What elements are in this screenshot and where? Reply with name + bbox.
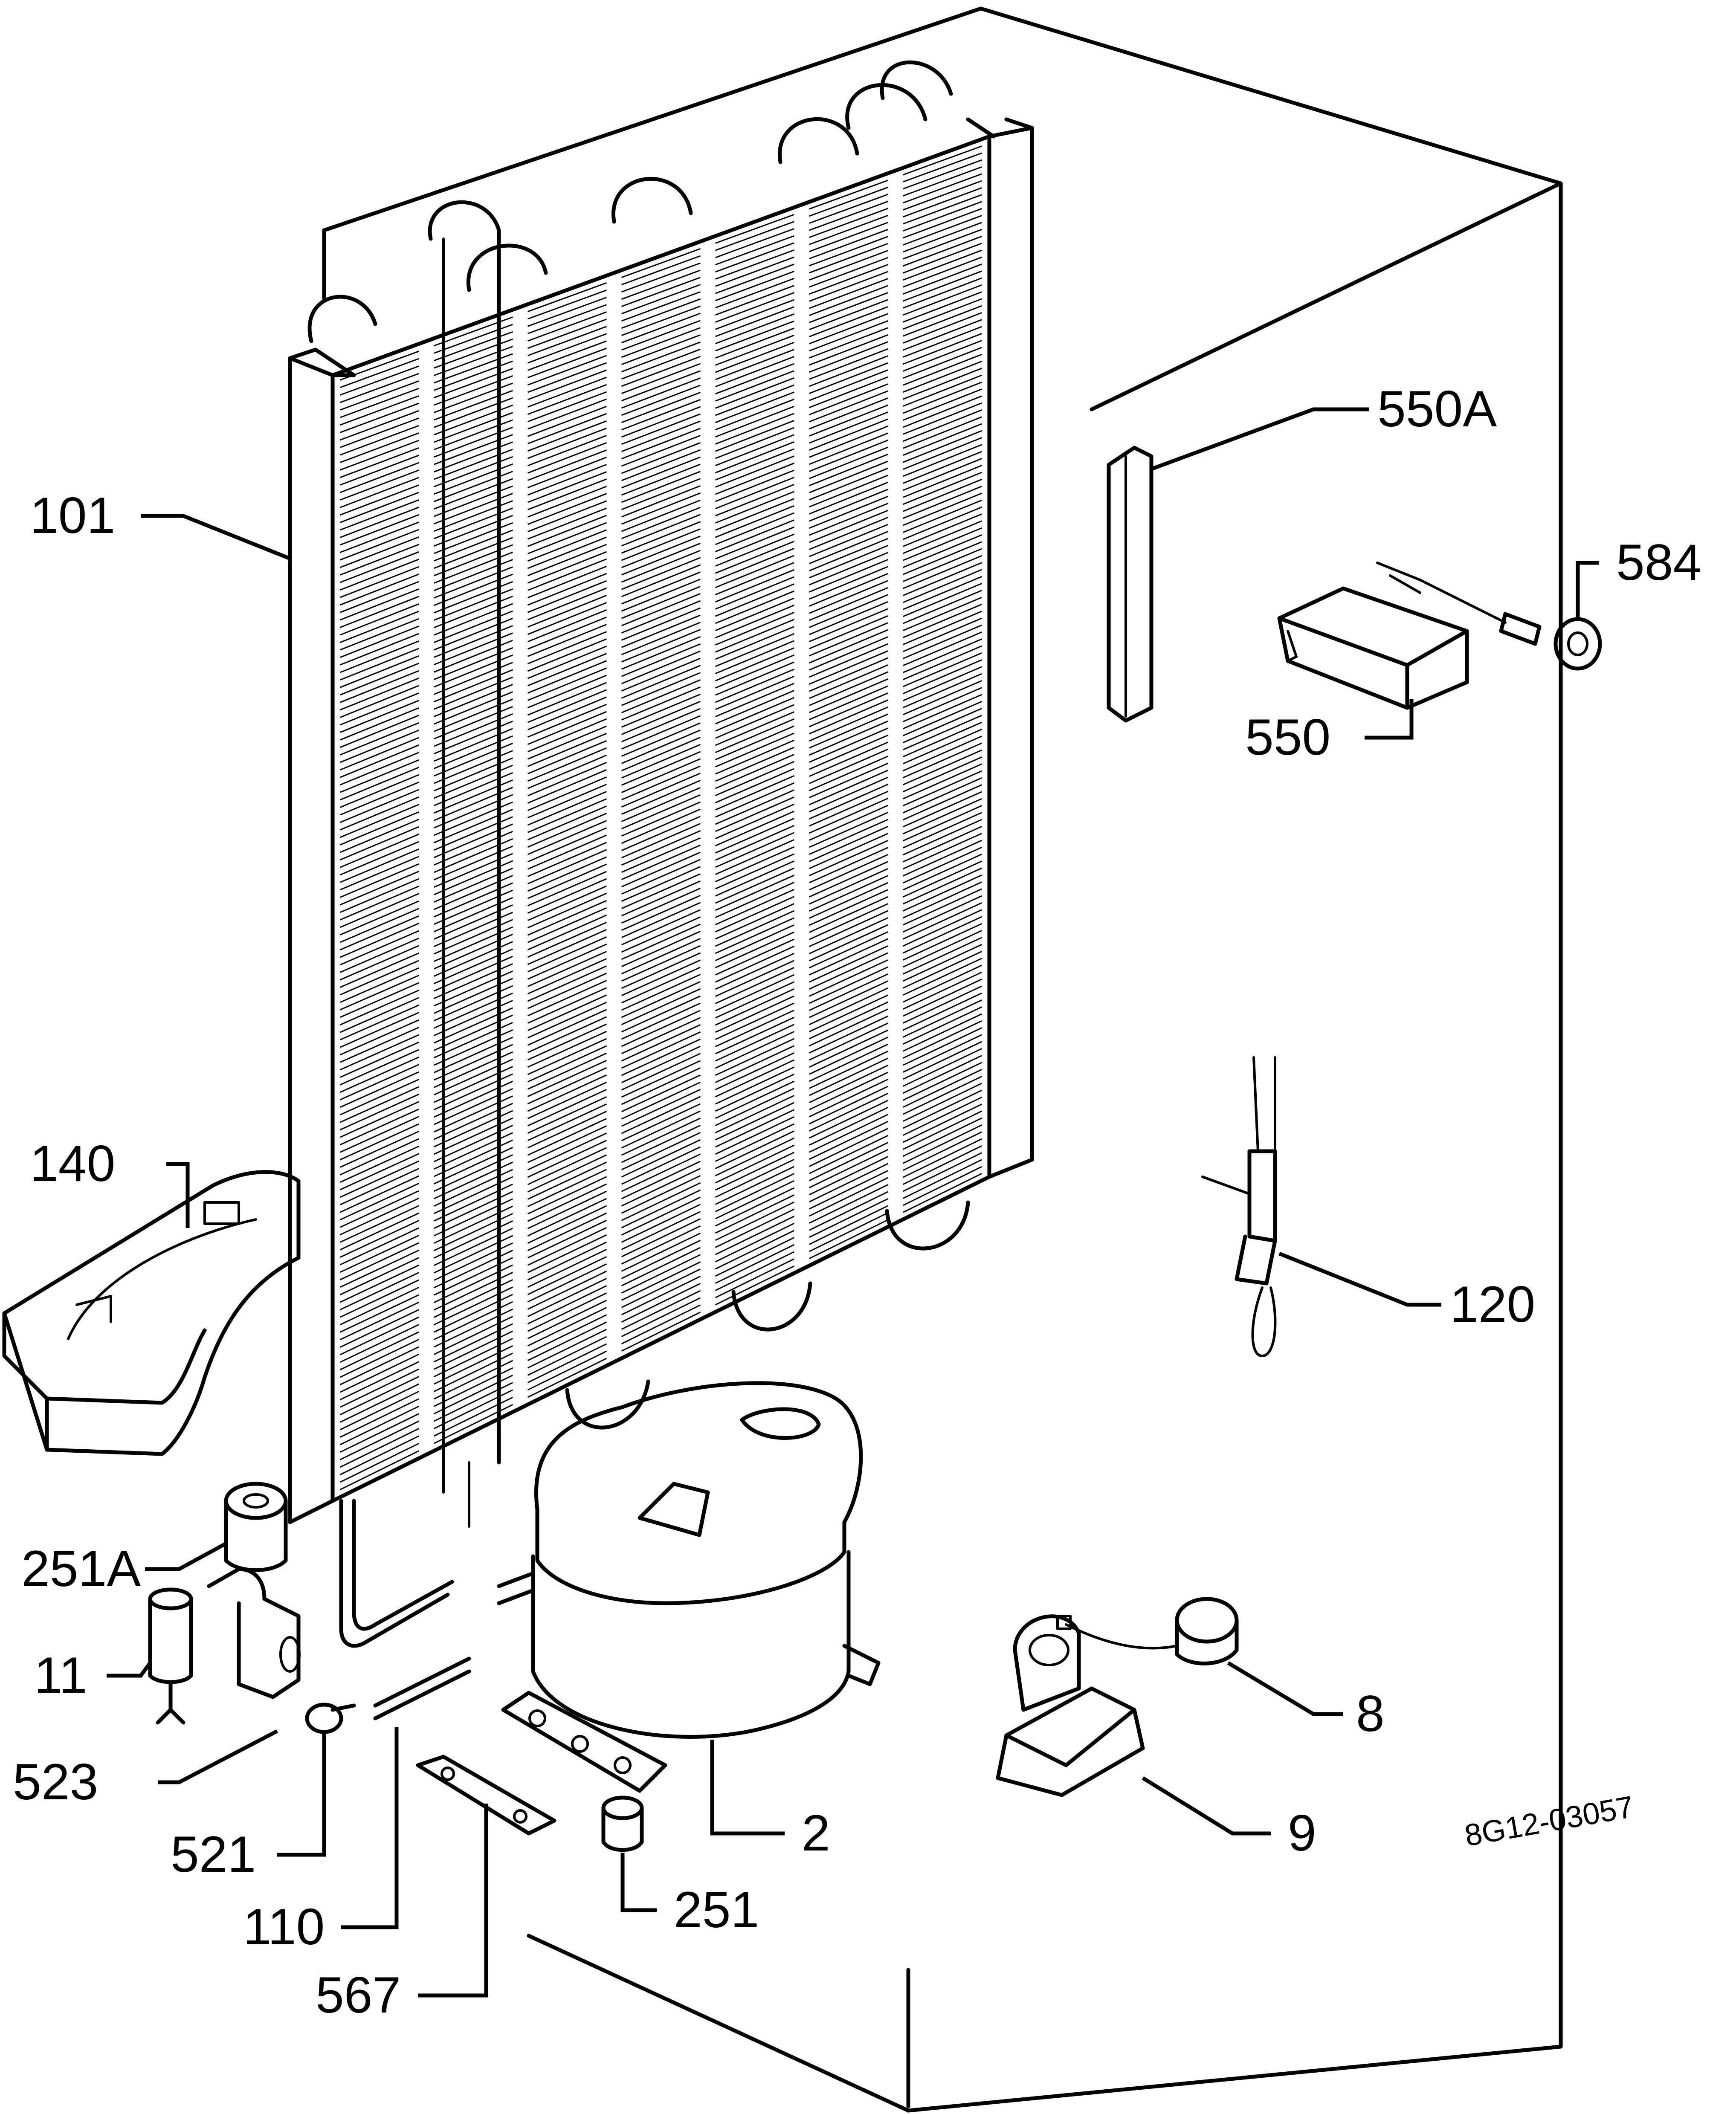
leader-120 [1278, 1251, 1441, 1307]
screw-521 [305, 1703, 356, 1734]
lamp-holder-584 [1376, 562, 1602, 671]
callout-251: 251 [674, 1881, 759, 1938]
drawing-reference: 8G12-03057 [1462, 1790, 1636, 1853]
leader-9 [1142, 1776, 1271, 1836]
leader-140 [166, 1162, 190, 1228]
relay-part-11 [148, 1587, 193, 1725]
callout-567: 567 [316, 1966, 401, 2024]
leader-550 [1365, 699, 1414, 740]
leader-11 [107, 1662, 152, 1678]
clip-523 [207, 1567, 301, 1699]
condenser [288, 60, 1034, 1648]
leader-584 [1576, 561, 1599, 618]
leader-2 [710, 1740, 785, 1836]
grommet-251 [601, 1795, 644, 1852]
callout-labels: 101 140 251A 11 523 521 110 567 251 2 9 … [13, 380, 1701, 2024]
leader-251 [620, 1853, 657, 1912]
lamp-cover-550 [1277, 586, 1469, 710]
callout-101: 101 [30, 487, 115, 544]
overload-protector-8 [1056, 1597, 1239, 1665]
callout-2: 2 [802, 1804, 830, 1862]
leader-8 [1227, 1661, 1343, 1716]
callout-9: 9 [1288, 1804, 1316, 1862]
callout-523: 523 [13, 1753, 98, 1810]
callout-11: 11 [34, 1647, 87, 1704]
thermostat-bulb-120 [1201, 1056, 1277, 1357]
callout-140: 140 [30, 1135, 115, 1192]
callout-521: 521 [171, 1826, 256, 1883]
starter-relay-9 [996, 1614, 1145, 1797]
bracket-567 [416, 1755, 556, 1836]
callout-550: 550 [1245, 709, 1330, 766]
leader-101 [141, 514, 291, 561]
callout-251a: 251A [21, 1540, 141, 1597]
leader-lines [107, 407, 1599, 1998]
leader-523 [158, 1729, 278, 1784]
leader-550a [1151, 407, 1369, 471]
hinge-cover-550a [1107, 446, 1153, 723]
tube-110 [373, 1656, 471, 1720]
callout-110: 110 [243, 1898, 325, 1955]
callout-584: 584 [1616, 534, 1701, 591]
callout-550a: 550A [1377, 380, 1497, 437]
cabinet-outline [322, 6, 1563, 2113]
leader-251a [145, 1542, 227, 1571]
leader-521 [277, 1733, 326, 1857]
rubber-grommet-251a [224, 1482, 288, 1572]
condenser-fins [339, 145, 982, 1491]
drain-pan [2, 1170, 301, 1456]
callout-120: 120 [1450, 1276, 1535, 1333]
leader-110 [341, 1727, 399, 1929]
compressor [497, 1381, 881, 1793]
leader-567 [418, 1804, 488, 1998]
callout-8: 8 [1356, 1685, 1385, 1742]
